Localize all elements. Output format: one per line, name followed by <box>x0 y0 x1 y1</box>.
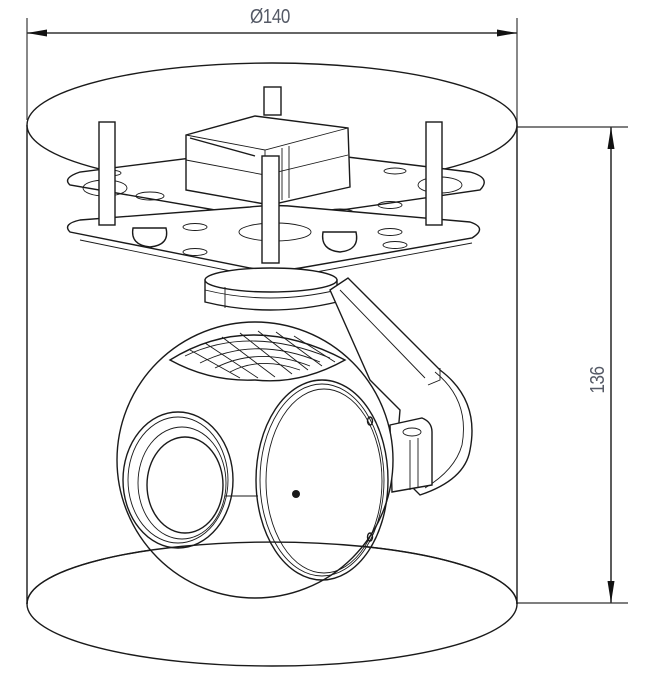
arrowhead-left-icon <box>27 29 47 37</box>
standoff-posts <box>98 86 443 226</box>
vent-ribs <box>168 334 347 382</box>
standoff-post-front <box>261 155 280 264</box>
side-cover <box>255 379 389 581</box>
screw-icon <box>292 490 300 498</box>
screw-icon <box>366 416 374 426</box>
lens-outer-ring <box>122 411 234 549</box>
diameter-label: Ø140 <box>250 6 290 28</box>
damper-left <box>131 227 168 248</box>
screw-icon <box>366 532 374 542</box>
cylinder-bottom-back-edge <box>26 541 518 605</box>
arrowhead-down-icon <box>607 581 615 603</box>
arrowhead-right-icon <box>497 29 517 37</box>
roll-motor-block <box>389 417 433 493</box>
height-dimension <box>517 126 628 604</box>
diameter-dimension <box>26 18 518 125</box>
lens-glass <box>146 436 224 534</box>
arrowhead-up-icon <box>607 127 615 149</box>
gimbal-arm <box>329 277 473 496</box>
height-label: 136 <box>586 366 609 394</box>
yaw-motor <box>204 267 338 311</box>
camera-ball <box>116 321 394 599</box>
damper-right <box>321 231 358 253</box>
